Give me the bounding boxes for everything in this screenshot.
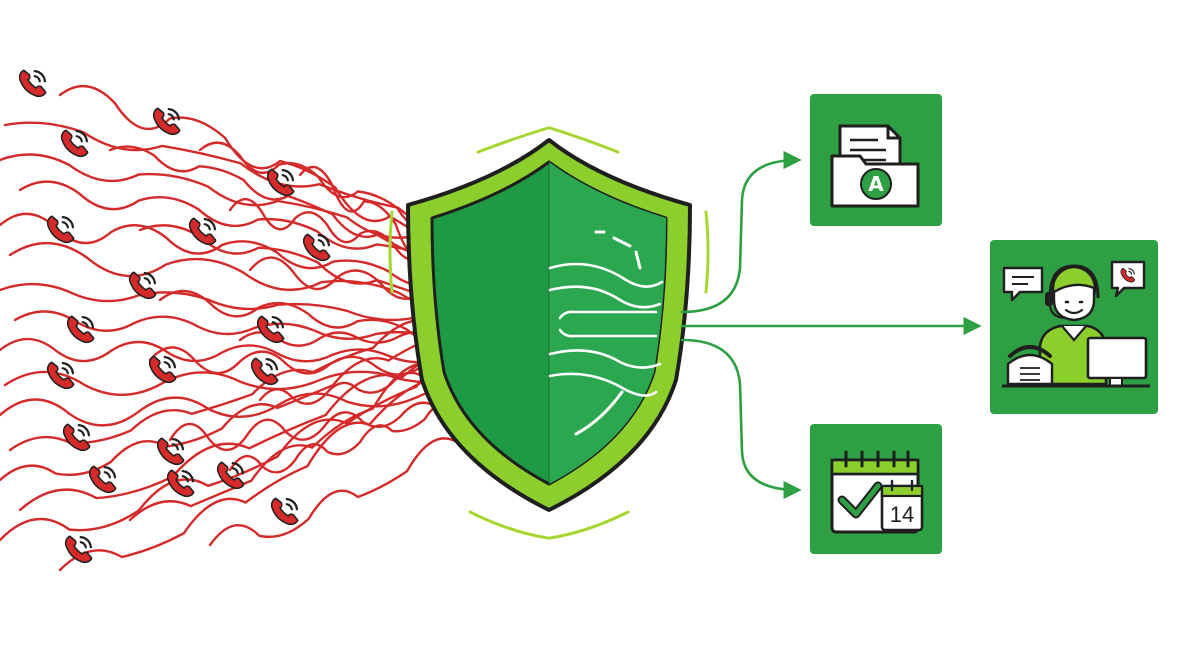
phone-ringing-icon	[148, 355, 177, 384]
logo-letter: A	[868, 172, 884, 196]
calendar-card: 14	[810, 424, 942, 554]
phone-ringing-icon	[166, 469, 195, 498]
arrow-to-documents	[680, 150, 802, 314]
phone-ringing-icon	[88, 465, 117, 494]
phone-ringing-icon	[266, 168, 295, 197]
documents-card: A	[810, 94, 942, 226]
phone-ringing-icon	[302, 233, 331, 262]
agent-card	[990, 240, 1158, 414]
phone-ringing-icon	[66, 315, 95, 344]
phone-ringing-icon	[188, 217, 217, 246]
shield-glow-arcs	[388, 126, 710, 540]
shield-icon	[406, 138, 692, 512]
phone-ringing-icon	[256, 315, 285, 344]
phone-ringing-icon	[128, 271, 157, 300]
folder-document-icon: A	[830, 124, 920, 208]
phone-ringing-icon	[250, 357, 279, 386]
phone-ringing-icon	[46, 215, 75, 244]
calendar-day-number: 14	[890, 502, 914, 527]
phone-ringing-icon	[62, 423, 91, 452]
phone-ringing-icon	[270, 497, 299, 526]
phone-ringing-icon	[60, 129, 89, 158]
phone-ringing-icon	[156, 437, 185, 466]
arrow-to-calendar	[680, 338, 802, 500]
calendar-check-icon: 14	[830, 450, 924, 534]
phone-ringing-icon	[46, 361, 75, 390]
phone-ringing-icon	[18, 69, 47, 98]
agent-headset-icon	[1002, 260, 1150, 388]
chat-bubble-icon	[1002, 266, 1044, 302]
phone-ringing-icon	[64, 535, 93, 564]
phone-bubble-icon	[1110, 260, 1146, 298]
routing-arrows	[680, 150, 982, 500]
